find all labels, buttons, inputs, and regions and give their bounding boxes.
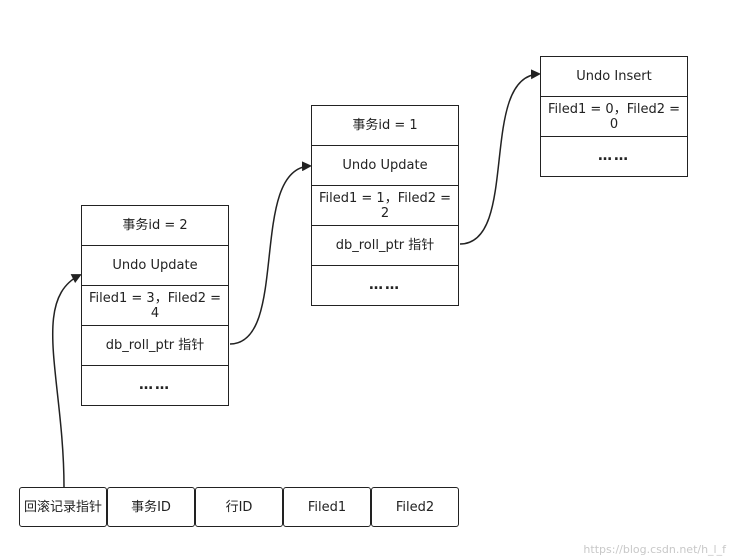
row-field1: Filed1 [283, 487, 371, 527]
tx2-txid: 事务id = 2 [82, 206, 228, 246]
tx2-fields: Filed1 = 3，Filed2 = 4 [82, 286, 228, 326]
tx1-roll-ptr: db_roll_ptr 指针 [312, 226, 458, 266]
tx1-undo-type: Undo Update [312, 146, 458, 186]
row-roll-ptr: 回滚记录指针 [19, 487, 107, 527]
undo-log-insert: Undo Insert Filed1 = 0，Filed2 = 0 …… [540, 56, 688, 177]
tx1-more: …… [312, 266, 458, 306]
tx2-undo-type: Undo Update [82, 246, 228, 286]
insert-undo-type: Undo Insert [541, 57, 687, 97]
arrow-tx1-to-insert [459, 69, 541, 245]
watermark: https://blog.csdn.net/h_l_f [583, 543, 726, 556]
row-field2: Filed2 [371, 487, 459, 527]
row-row-id: 行ID [195, 487, 283, 527]
row-tx-id: 事务ID [107, 487, 195, 527]
insert-more: …… [541, 137, 687, 177]
tx2-roll-ptr: db_roll_ptr 指针 [82, 326, 228, 366]
undo-log-tx2: 事务id = 2 Undo Update Filed1 = 3，Filed2 =… [81, 205, 229, 406]
insert-fields: Filed1 = 0，Filed2 = 0 [541, 97, 687, 137]
undo-log-tx1: 事务id = 1 Undo Update Filed1 = 1，Filed2 =… [311, 105, 459, 306]
arrow-row-to-tx2 [51, 274, 82, 488]
tx1-fields: Filed1 = 1，Filed2 = 2 [312, 186, 458, 226]
tx1-txid: 事务id = 1 [312, 106, 458, 146]
tx2-more: …… [82, 366, 228, 406]
arrow-tx2-to-tx1 [229, 161, 312, 345]
